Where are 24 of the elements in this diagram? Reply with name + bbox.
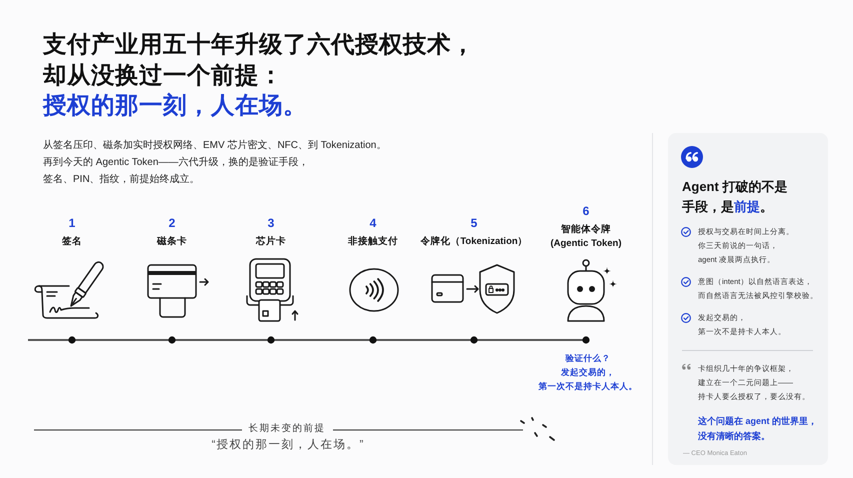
card-heading: Agent 打破的不是手段，是前提。 <box>682 178 788 216</box>
band-label: 长期未变的前提 <box>248 422 326 436</box>
title: 支付产业用五十年升级了六代授权技术，却从没换过一个前提： <box>43 30 476 90</box>
step-label: 智能体令牌 (Agentic Token) <box>549 223 623 251</box>
quote-text: “授权的那一刻，人在场。” <box>212 437 364 453</box>
step-label: 磁条卡 <box>157 235 187 249</box>
quote-card <box>668 133 828 465</box>
step-label: 非接触支付 <box>348 235 398 249</box>
step-number: 1 <box>68 215 76 231</box>
subtitle: 授权的那一刻，人在场。 <box>43 91 307 120</box>
step-number: 3 <box>268 215 274 231</box>
conclusion-text: 这个问题在 agent 的世界里，没有清晰的答案。 <box>698 415 818 443</box>
step-number: 6 <box>582 203 590 219</box>
callout-text: 发起交易的，第一次不是持卡人本人。 <box>538 366 638 393</box>
intro-text: 从签名压印、磁条加实时授权网络、EMV 芯片密文、NFC、到 Tokenization。 <box>43 138 386 153</box>
callout-question: 验证什么？ <box>566 352 610 365</box>
intro-text: 再到今天的 Agentic Token——六代升级，换的是验证手段， <box>43 156 308 170</box>
step-number: 5 <box>470 215 478 231</box>
step-number: 2 <box>168 215 176 231</box>
step-number: 4 <box>370 215 376 231</box>
step-label: 令牌化（Tokenization） <box>420 235 528 249</box>
step-label: 芯片卡 <box>256 235 286 249</box>
intro-text: 签名、PIN、指纹，前提始终成立。 <box>43 172 200 187</box>
step-label: 签名 <box>62 235 82 249</box>
